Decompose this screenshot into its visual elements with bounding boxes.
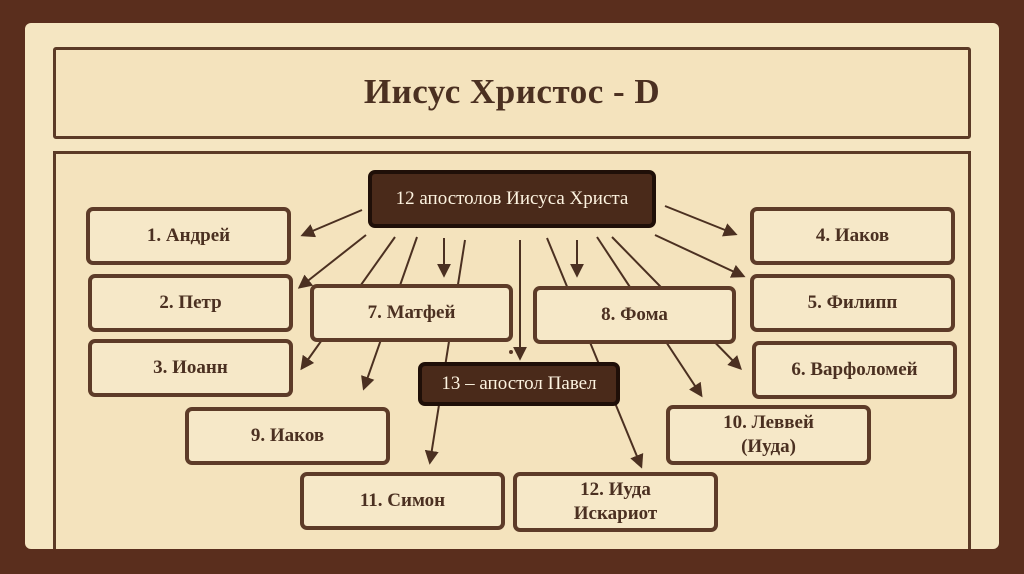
apostle-2: 2. Петр bbox=[88, 274, 293, 332]
apostle-9: 9. Иаков bbox=[185, 407, 390, 465]
arrow-to-2 bbox=[297, 234, 367, 289]
arrow-to-11 bbox=[424, 239, 466, 465]
arrow-to-5 bbox=[654, 234, 746, 278]
title-panel: Иисус Христос - D bbox=[53, 47, 971, 139]
apostle-7: 7. Матфей bbox=[310, 284, 513, 342]
page-title: Иисус Христос - D bbox=[363, 72, 661, 111]
apostle-1: 1. Андрей bbox=[86, 207, 291, 265]
apostle-8: 8. Фома bbox=[533, 286, 736, 344]
arrow-to-12 bbox=[546, 237, 644, 469]
apostle-4: 4. Иаков bbox=[750, 207, 955, 265]
apostle-5: 5. Филипп bbox=[750, 274, 955, 332]
apostle-13-paul: 13 – апостол Павел bbox=[418, 362, 620, 406]
apostle-11: 11. Симон bbox=[300, 472, 505, 530]
apostle-3: 3. Иоанн bbox=[88, 339, 293, 397]
apostle-10: 10. Леввей (Иуда) bbox=[666, 405, 871, 465]
apostle-6: 6. Варфоломей bbox=[752, 341, 957, 399]
arrow-to-4 bbox=[664, 205, 738, 237]
marker-dot bbox=[509, 350, 513, 354]
arrow-to-1 bbox=[300, 209, 363, 238]
apostle-12: 12. Иуда Искариот bbox=[513, 472, 718, 532]
center-apostles-box: 12 апостолов Иисуса Христа bbox=[368, 170, 656, 228]
